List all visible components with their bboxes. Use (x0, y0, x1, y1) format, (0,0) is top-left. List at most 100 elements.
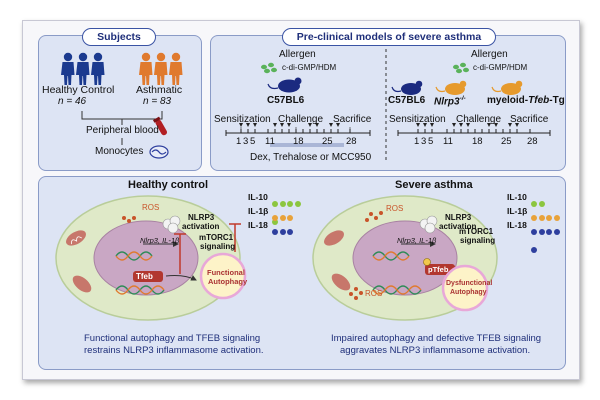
severe-autophagy-label2: Autophagy (450, 289, 487, 296)
healthy-ros-label: ROS (142, 203, 160, 212)
nlrp3-complex-icon (419, 215, 438, 234)
strain2-label-right: Nlrp3-/- (434, 95, 466, 107)
strain3-label-right: myeloid-Tfeb-Tg (487, 95, 565, 106)
days-left: 1 3 5 11 18 25 28 (226, 136, 376, 148)
strain2-sup: -/- (459, 95, 466, 102)
cytokine-dot (531, 215, 537, 221)
cytokine-dot (538, 201, 545, 207)
dna-helix-bottom (372, 285, 422, 295)
severe-ros-label-bottom: ROS (365, 289, 383, 298)
models-title: Pre-clinical models of severe asthma (282, 28, 496, 46)
severe-cell-graphics (312, 195, 498, 321)
sensitization-label-left: Sensitization (214, 114, 271, 125)
bracket-line (81, 111, 163, 125)
day-label: 25 (322, 136, 333, 147)
days-right: 1 3 5 11 18 25 28 (403, 136, 553, 148)
sacrifice-label-right: Sacrifice (510, 114, 549, 125)
mouse-icon-left (267, 77, 302, 93)
healthy-title: Healthy control (128, 179, 209, 191)
nlrp3-complex-icon (162, 215, 181, 234)
day-label: 5 (428, 136, 434, 147)
cytokine-dot (531, 229, 537, 235)
mouse-icon-c57 (391, 80, 423, 95)
cytokine-dot (287, 229, 293, 235)
healthy-n-label: n = 46 (58, 96, 87, 107)
models-graphics (225, 49, 551, 163)
cytokine-label: IL-1β (507, 206, 528, 216)
healthy-tfeb-label: Tfeb (136, 272, 153, 281)
strain1-label-right: C57BL6 (388, 95, 426, 106)
ptfeb-box (425, 264, 455, 275)
timeline-left-arrows (239, 123, 340, 127)
severe-nucleus (352, 220, 458, 296)
strain3-prefix: myeloid- (487, 95, 529, 106)
cytokine-dot (546, 229, 552, 235)
cytokine-label: IL-10 (248, 192, 268, 202)
healthy-autophagy-label1: Functional (207, 268, 245, 277)
cytokine-row: IL-10 (507, 192, 563, 207)
day-label: 11 (265, 136, 275, 147)
treatment-label: Dex, Trehalose or MCC950 (250, 152, 372, 163)
sensitization-label-right: Sensitization (389, 114, 446, 125)
day-label: 25 (501, 136, 512, 147)
cytokine-row: IL-1β (507, 206, 563, 221)
asthmatic-n-label: n = 83 (143, 96, 172, 107)
day-label: 3 (243, 136, 249, 147)
healthy-autophagy-label2: Autophagy (208, 277, 248, 286)
cytokine-dot (287, 201, 293, 207)
allergen-icon-right (453, 62, 469, 74)
cytokine-dot (538, 229, 545, 235)
subjects-title: Subjects (82, 28, 156, 46)
cytokine-row: IL-1β (248, 206, 308, 221)
sacrifice-label-left: Sacrifice (333, 114, 372, 125)
cytokine-dot (546, 215, 552, 221)
day-label: 11 (443, 136, 453, 147)
allergen-icon-left (261, 62, 277, 74)
day-label: 3 (421, 136, 427, 147)
mitochondria-icon (66, 230, 92, 293)
cytokine-dots (272, 208, 295, 226)
mouse-icon-nlrp3 (435, 80, 467, 95)
severe-cytokine-list: IL-10 IL-1β IL-18 (507, 192, 563, 253)
severe-signaling-label: signaling (460, 236, 496, 245)
ros-dots (349, 211, 383, 300)
dna-helix-bottom (115, 285, 165, 295)
day-label: 5 (250, 136, 256, 147)
cytokine-row: IL-18 (507, 220, 563, 253)
healthy-genes-label: Nlrp3, IL-1β (140, 236, 180, 245)
cytokine-dots (531, 208, 561, 226)
healthy-mtorc1-label: mTORC1 (199, 233, 234, 242)
tfeb-box (133, 271, 163, 282)
day-label: 28 (527, 136, 538, 147)
cytokine-dot (279, 229, 286, 235)
cytokine-dot (531, 201, 537, 207)
timeline-right-arrows (416, 123, 519, 127)
ros-dots (122, 216, 136, 223)
challenge-label-right: Challenge (456, 114, 502, 125)
cytokine-dots (531, 194, 546, 212)
cytokine-dot (272, 215, 278, 221)
strain2-name: Nlrp3 (434, 96, 460, 108)
models-panel (210, 35, 566, 171)
cytokine-label: IL-10 (507, 192, 527, 202)
severe-mtorc1-label: mTORC1 (459, 227, 494, 236)
severe-caption-line1: Impaired autophagy and defective TFEB si… (331, 333, 542, 344)
mouse-icon-tfeb (491, 80, 523, 95)
treatment-bar (270, 143, 344, 147)
cytokine-dot (279, 215, 286, 221)
tfeb-to-autophagy-arrow (165, 275, 197, 281)
peripheral-blood-label: Peripheral blood (86, 125, 159, 136)
cytokine-dot (538, 215, 545, 221)
severe-activation-label: activation (439, 222, 477, 231)
asthmatic-people-icon (139, 52, 183, 85)
timeline-right (397, 129, 551, 136)
cytokine-row: IL-18 (248, 220, 308, 235)
challenge-label-left: Challenge (278, 114, 324, 125)
monocytes-label: Monocytes (95, 146, 144, 157)
cytokine-label: IL-18 (248, 220, 268, 230)
day-label: 1 (414, 136, 420, 147)
day-label: 1 (236, 136, 242, 147)
cytokine-dots (272, 194, 308, 230)
healthy-signaling-label: signaling (200, 242, 236, 251)
cytokine-dots (272, 222, 295, 240)
